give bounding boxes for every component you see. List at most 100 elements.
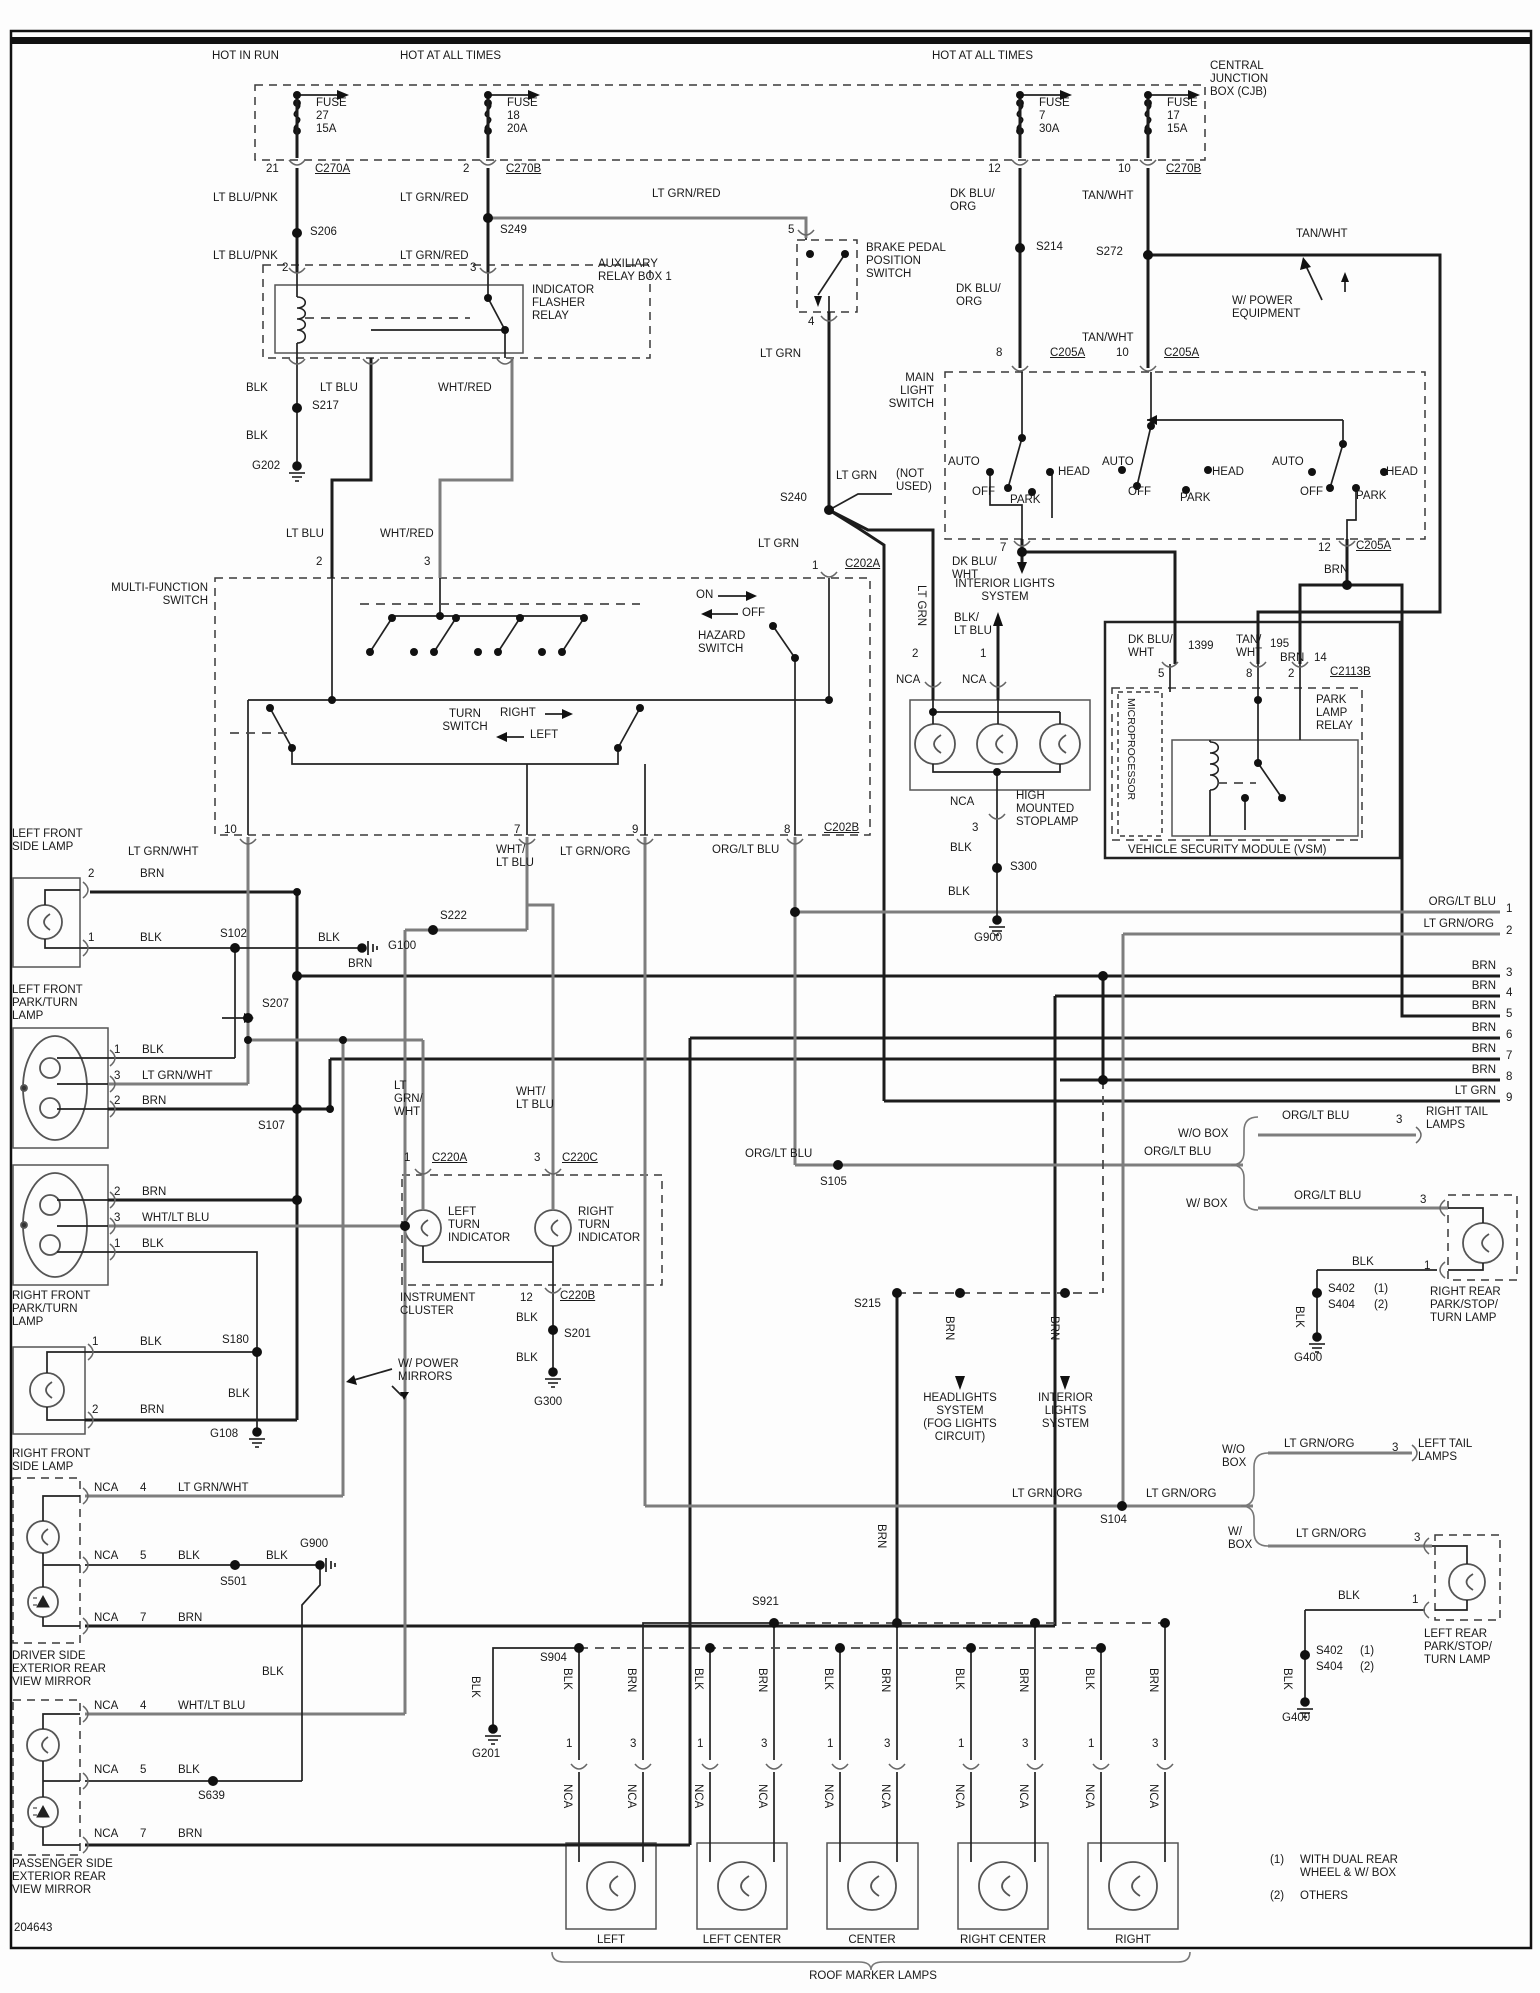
wire-orgltblu-4: ORG/LT BLU [1282,1110,1350,1122]
pin-7-pm: 7 [140,1828,147,1840]
wire-blk-dm-2: BLK [266,1550,288,1562]
left-tail-lamps: LEFT TAIL LAMPS [1418,1438,1473,1463]
splice-s639: S639 [198,1790,225,1802]
legend-1-num: (1) [1270,1854,1285,1866]
pin-7-c202b: 7 [514,824,521,836]
rml-lc-blk: BLK [691,1668,704,1690]
pin-2-c270b: 2 [463,163,470,175]
left-front-park-turn-lamp: LEFT FRONT PARK/TURN LAMP [12,984,83,1022]
wire-blk-rfsl: BLK [140,1336,162,1348]
aux-relay-box-1: AUXILIARY RELAY BOX 1 [598,258,672,283]
wire-blkltblu: BLK/ LT BLU [954,612,992,637]
wire-brn-il: BRN [1047,1316,1060,1341]
wire-ltgrn-brake: LT GRN [760,348,802,360]
splice-s222: S222 [440,910,467,922]
wires-heavy-gray [85,216,1500,1716]
wire-tanwht-1: TAN/WHT [1082,190,1134,202]
roof-marker-lamps: ROOF MARKER LAMPS [809,1970,937,1982]
wire-ltblupnk-1: LT BLU/PNK [213,192,278,204]
wire-whtred-2: WHT/RED [380,528,434,540]
note-1-lr: (1) [1360,1645,1375,1657]
conn-c270a: C270A [315,163,351,175]
right-tail-lamps: RIGHT TAIL LAMPS [1426,1106,1488,1131]
turn-switch: TURN SWITCH [442,708,488,733]
pin-3-lr: 3 [1414,1532,1421,1544]
wire-blk-rfpt: BLK [142,1238,164,1250]
pin-7-dm: 7 [140,1612,147,1624]
mls-head-3: HEAD [1386,466,1418,478]
conn-c220c: C220C [562,1152,598,1164]
pin-3-hms: 3 [972,822,979,834]
conn-c202a: C202A [845,558,881,570]
splice-s107: S107 [258,1120,285,1132]
pin-2-hms: 2 [912,648,919,660]
wire-ltgrnwht-dm: LT GRN/WHT [178,1482,249,1494]
wire-ltblu-2: LT BLU [286,528,324,540]
pin-9-c202b: 9 [632,824,639,836]
pin-2-aux: 2 [282,262,289,274]
wire-blk-pm: BLK [178,1764,200,1776]
mfs-left: LEFT [530,729,559,741]
rml-left-1: 1 [566,1738,573,1750]
wire-brn-pm: BRN [178,1828,203,1840]
rml-left-3: 3 [630,1738,637,1750]
pin-2-vsm: 2 [1288,668,1295,680]
wire-orgltblu-5: ORG/LT BLU [1294,1190,1362,1202]
wire-ltgrnwht-lfpt: LT GRN/WHT [142,1070,213,1082]
left-rear-park-stop-turn-lamp: LEFT REAR PARK/STOP/ TURN LAMP [1424,1628,1492,1666]
wire-whtltblu-rfpt: WHT/LT BLU [142,1212,210,1224]
w-power-equipment: W/ POWER EQUIPMENT [1232,295,1301,320]
rml-lc-1: 1 [697,1738,704,1750]
pin-3-lt: 3 [1392,1442,1399,1454]
w-box-1: W/ BOX [1186,1198,1228,1210]
wire-orgltblu-1: ORG/LT BLU [712,844,780,856]
conn-c270b-1: C270B [506,163,542,175]
rml-c-3: 3 [884,1738,891,1750]
rml-c-nca-1: NCA [821,1784,834,1809]
wire-ltblupnk-2: LT BLU/PNK [213,250,278,262]
passenger-side-mirror: PASSENGER SIDE EXTERIOR REAR VIEW MIRROR [12,1858,113,1896]
wire-brn-dm: BRN [178,1612,203,1624]
wire-ltgrn-c202a: LT GRN [758,538,800,550]
dashed-boxes [12,84,1518,1856]
splice-s215: S215 [854,1298,881,1310]
mls-park-2: PARK [1180,492,1211,504]
wire-brn-rfpt: BRN [142,1186,167,1198]
wire-ltgrnorg-1: LT GRN/ORG [560,846,631,858]
conn-c205a-1: C205A [1050,347,1086,359]
row-6: 6 [1506,1029,1513,1041]
ground-g100: G100 [388,940,417,952]
lamp-left: LEFT [596,1934,626,1946]
wire-ltgrnred-3: LT GRN/RED [400,250,469,262]
pin-5-pm: 5 [140,1764,147,1776]
wire-blk-lr: BLK [1338,1590,1360,1602]
rml-rc-1: 1 [958,1738,965,1750]
wire-nca-pm-3: NCA [94,1828,119,1840]
wire-orgltblu-3: ORG/LT BLU [1144,1146,1212,1158]
wire-blk-hms-2: BLK [948,886,970,898]
pin-3-rr: 3 [1420,1194,1427,1206]
brace-icons [551,1116,1269,1971]
splice-s240: S240 [780,492,807,504]
rml-rc-3: 3 [1022,1738,1029,1750]
interior-lights-system-2: INTERIOR LIGHTS SYSTEM [1038,1392,1093,1430]
splice-s921: S921 [752,1596,779,1608]
multi-function-switch: MULTI-FUNCTION SWITCH [111,582,208,607]
wire-blk-ic-2: BLK [516,1352,538,1364]
ground-g108: G108 [210,1428,239,1440]
ground-g400-2: G400 [1282,1712,1311,1724]
pin-1-c202a: 1 [812,560,819,572]
rml-left-nca-1: NCA [560,1784,573,1809]
splice-s402-1: S402 [1328,1283,1355,1295]
row-1: 1 [1506,903,1513,915]
wire-nca-hms-1: NCA [896,674,921,686]
wire-blk-rr-2: BLK [1292,1306,1305,1328]
wo-box-1: W/O BOX [1178,1128,1229,1140]
instrument-cluster: INSTRUMENT CLUSTER [400,1292,476,1317]
rml-left-nca-2: NCA [624,1784,637,1809]
wire-brn-r3: BRN [1471,960,1496,972]
circuit-195: 195 [1270,638,1290,650]
mls-auto-2: AUTO [1102,456,1134,468]
